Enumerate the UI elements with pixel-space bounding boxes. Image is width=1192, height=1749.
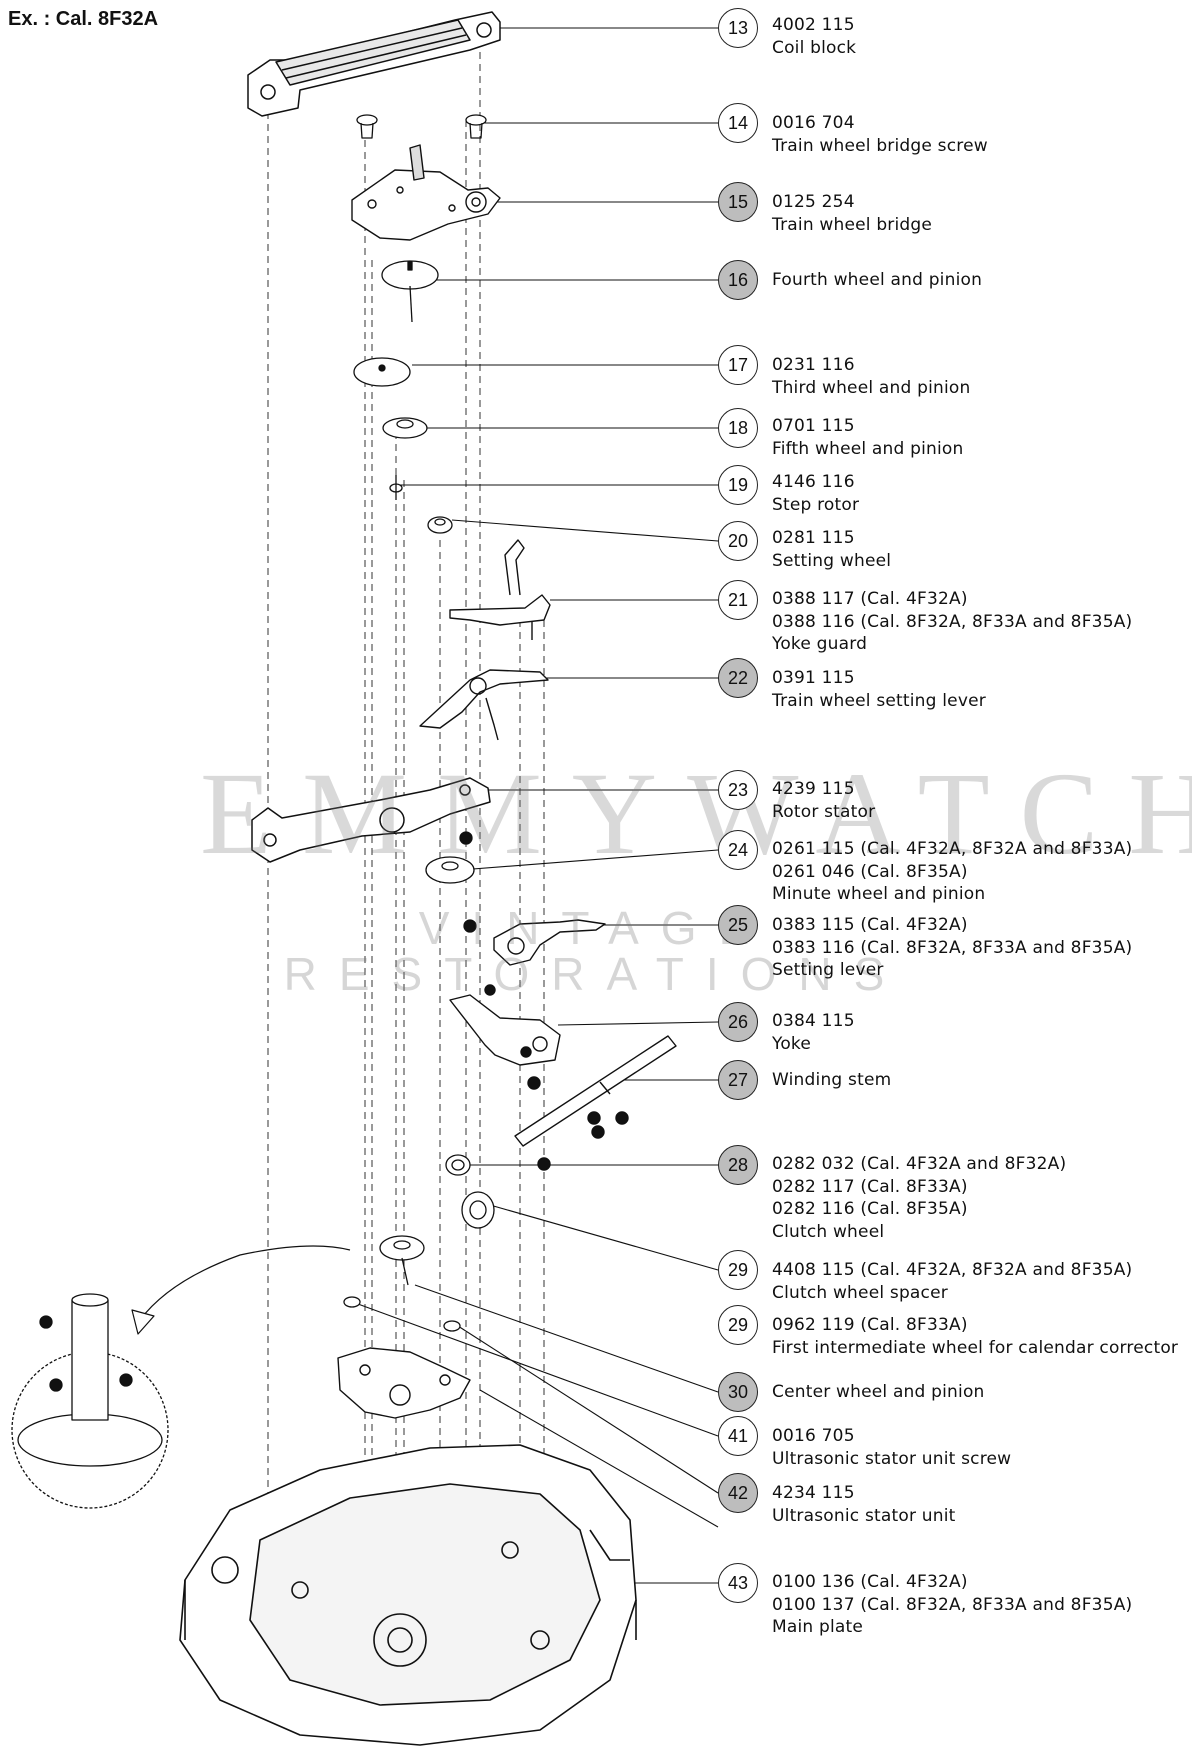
part-callout: 27	[718, 1060, 758, 1100]
part-label: 0383 115 (Cal. 4F32A)0383 116 (Cal. 8F32…	[772, 915, 1133, 980]
winding-stem	[514, 1035, 677, 1171]
part-callout: 22	[718, 658, 758, 698]
part-label: 0100 136 (Cal. 4F32A)0100 137 (Cal. 8F32…	[772, 1572, 1133, 1637]
center-wheel-inset	[11, 1293, 169, 1509]
part-callout: 29	[718, 1250, 758, 1290]
part-label: Winding stem	[772, 1070, 892, 1090]
part-callout: 21	[718, 580, 758, 620]
part-label: 0388 117 (Cal. 4F32A)0388 116 (Cal. 8F32…	[772, 589, 1133, 654]
part-callout: 15	[718, 182, 758, 222]
train-wheel-setting-lever	[419, 669, 549, 741]
part-callout: 19	[718, 465, 758, 505]
coil-block	[247, 11, 501, 117]
ultrasonic-stator-unit	[337, 1347, 471, 1419]
part-callout: 26	[718, 1002, 758, 1042]
part-label: 4408 115 (Cal. 4F32A, 8F32A and 8F35A)Cl…	[772, 1260, 1133, 1303]
part-callout: 42	[718, 1473, 758, 1513]
example-caliber-label: Ex. : Cal. 8F32A	[8, 8, 159, 30]
inset-arrow	[131, 1245, 351, 1335]
step-rotor	[389, 475, 403, 500]
bridge-screws	[356, 114, 487, 139]
part-callout: 43	[718, 1563, 758, 1603]
part-callout: 28	[718, 1145, 758, 1185]
part-callout: 29	[718, 1305, 758, 1345]
part-label: Fourth wheel and pinion	[772, 270, 983, 290]
part-callout: 24	[718, 830, 758, 870]
center-wheel	[379, 1235, 425, 1286]
part-callout: 13	[718, 8, 758, 48]
third-wheel	[353, 357, 411, 387]
part-callout: 23	[718, 770, 758, 810]
part-callout: 14	[718, 103, 758, 143]
minute-wheel	[425, 831, 477, 933]
part-callout: 25	[718, 905, 758, 945]
train-wheel-bridge	[351, 144, 501, 241]
leader-lines	[357, 27, 719, 1584]
fifth-wheel	[382, 417, 428, 439]
part-label: 0282 032 (Cal. 4F32A and 8F32A)0282 117 …	[772, 1154, 1067, 1242]
part-callout: 17	[718, 345, 758, 385]
rotor-stator	[251, 777, 491, 863]
yoke-guard	[449, 539, 551, 640]
part-callout: 20	[718, 521, 758, 561]
setting-lever	[493, 919, 606, 966]
part-callout: 30	[718, 1372, 758, 1412]
yoke	[449, 984, 561, 1066]
part-callout: 41	[718, 1416, 758, 1456]
part-callout: 18	[718, 408, 758, 448]
part-label: 0962 119 (Cal. 8F33A)First intermediate …	[772, 1315, 1179, 1358]
clutch-wheel	[445, 1154, 471, 1176]
stator-unit-screws	[343, 1296, 461, 1332]
clutch-wheel-spacer	[461, 1191, 495, 1229]
part-label: Center wheel and pinion	[772, 1382, 985, 1402]
main-plate	[179, 1444, 637, 1746]
part-label: 0261 115 (Cal. 4F32A, 8F32A and 8F33A)02…	[772, 839, 1133, 904]
part-callout: 16	[718, 260, 758, 300]
fourth-wheel	[381, 260, 439, 323]
setting-wheel	[427, 516, 453, 534]
